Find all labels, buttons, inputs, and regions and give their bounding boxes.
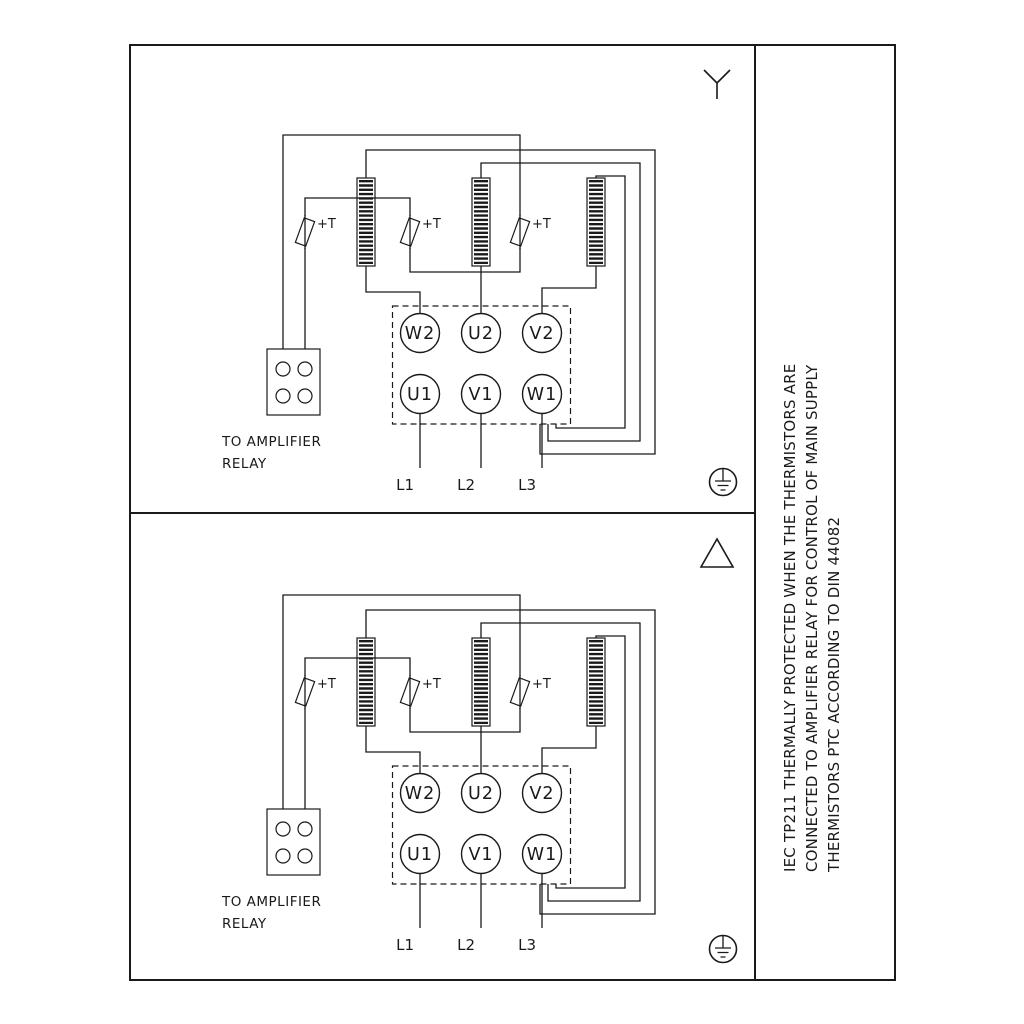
sidebar-note-line2: CONNECTED TO AMPLIFIER RELAY FOR CONTROL… [803,364,821,872]
thermistor-circuit-wires [282,134,521,349]
motor-winding-3 [587,178,605,266]
thermistor-label-1: +T [317,217,336,232]
connector-pin-4 [297,388,313,404]
supply-label-l2: L2 [457,476,475,494]
delta-panel-diagram [221,595,655,954]
star-panel: +T +T +T W2 U2 V2 U1 V1 W1 TO AMPLIFIER [221,69,738,497]
delta-connection-icon [699,537,735,568]
thermistor-label-2: +T [422,217,441,232]
motor-winding-2 [472,178,490,266]
relay-caption-line1: TO AMPLIFIER [221,434,321,450]
terminal-label-v1: V1 [468,385,493,405]
terminal-w2 [399,312,441,354]
terminal-v2 [521,312,563,354]
earth-ground-icon [708,934,738,964]
earth-ground-icon [708,467,738,497]
connector-pin-3 [275,388,291,404]
thermistor-symbol-1 [294,214,316,250]
terminal-label-w2: W2 [405,324,435,344]
relay-caption-line2: RELAY [222,456,267,472]
thermistor-label-3: +T [532,217,551,232]
motor-winding-1 [357,178,375,266]
thermistor-symbol-3 [509,214,531,250]
supply-label-l1: L1 [396,476,414,494]
terminal-board-outline [391,305,572,425]
supply-lead-wires [419,413,543,468]
terminal-u2 [460,312,502,354]
terminal-u1 [399,373,441,415]
sidebar-note-line3: THERMISTORS PTC ACCORDING TO DIN 44082 [825,517,843,873]
terminal-label-v2: V2 [529,324,554,344]
star-connection-icon [703,69,731,99]
delta-panel [221,537,738,964]
terminal-label-u2: U2 [468,324,494,344]
terminal-label-u1: U1 [407,385,433,405]
terminal-label-w1: W1 [527,385,557,405]
terminal-v1 [460,373,502,415]
sidebar-note: IEC TP211 THERMALLY PROTECTED WHEN THE T… [781,364,843,873]
supply-label-l3: L3 [518,476,536,494]
relay-connector-box [266,348,321,416]
connector-pin-1 [275,361,291,377]
terminal-w1 [521,373,563,415]
sidebar-note-line1: IEC TP211 THERMALLY PROTECTED WHEN THE T… [781,364,799,872]
bridge-return-wires [365,149,656,455]
connector-pin-2 [297,361,313,377]
winding-terminal-wires [365,266,597,314]
thermistor-symbol-2 [399,214,421,250]
